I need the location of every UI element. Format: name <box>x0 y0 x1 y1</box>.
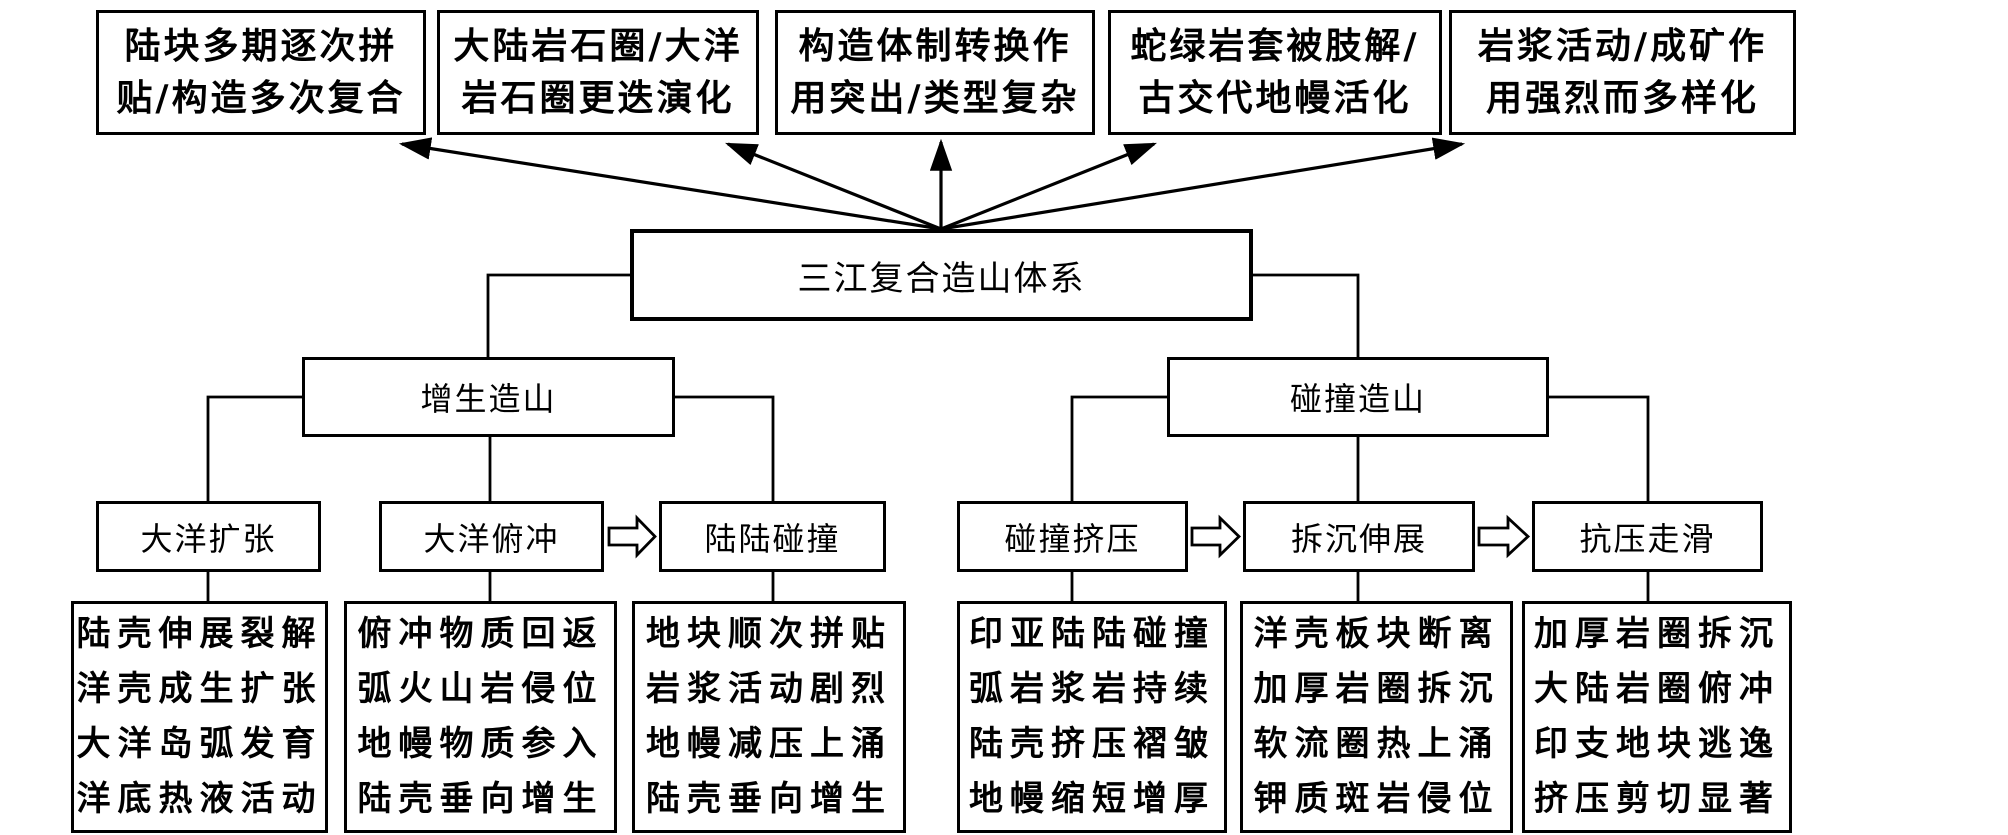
block-arrows <box>607 514 1531 559</box>
detail-2-line-1: 俯冲物质回返 <box>357 614 604 654</box>
process-ocean-spreading: 大洋扩张 <box>96 501 321 572</box>
detail-5-line-4: 钾质斑岩侵位 <box>1253 779 1500 819</box>
fan-arrow-2 <box>725 142 942 231</box>
detail-box-continent-collision: 地块顺次拼贴 岩浆活动剧烈 地幔减压上涌 陆壳垂向增生 <box>632 601 906 833</box>
detail-box-ocean-subduction: 俯冲物质回返 弧火山岩侵位 地幔物质参入 陆壳垂向增生 <box>344 601 617 833</box>
process-ocean-subduction: 大洋俯冲 <box>379 501 604 572</box>
detail-6-line-1: 加厚岩圈拆沉 <box>1534 614 1780 654</box>
fan-arrow-1 <box>398 137 942 231</box>
detail-2-line-4: 陆壳垂向增生 <box>357 779 604 819</box>
feature-box-4-line-2: 古交代地幔活化 <box>1138 77 1412 119</box>
detail-2-line-3: 地幔物质参入 <box>357 724 604 764</box>
process-ocean-subduction-label: 大洋俯冲 <box>423 519 560 558</box>
detail-1-line-2: 洋壳成生扩张 <box>76 669 323 709</box>
connector-accretion-to-spreading <box>206 395 302 501</box>
process-continent-collision: 陆陆碰撞 <box>659 501 886 572</box>
detail-5-line-1: 洋壳板块断离 <box>1253 614 1500 654</box>
root-title: 三江复合造山体系 <box>797 258 1086 299</box>
detail-box-compression-strike-slip: 加厚岩圈拆沉 大陆岩圈俯冲 印支地块逃逸 挤压剪切显著 <box>1522 601 1792 833</box>
process-delamination-extension: 拆沉伸展 <box>1243 501 1475 572</box>
block-arrow-icon-2 <box>1190 514 1242 559</box>
feature-box-5-line-2: 用强烈而多样化 <box>1485 77 1759 119</box>
process-collision-compression-label: 碰撞挤压 <box>1004 519 1141 558</box>
feature-box-2-line-1: 大陆岩石圈/大洋 <box>453 25 743 67</box>
detail-4-line-4: 地幔缩短增厚 <box>969 779 1215 819</box>
feature-box-4-line-1: 蛇绿岩套被肢解/ <box>1130 25 1420 67</box>
branch-collisional-orogeny: 碰撞造山 <box>1167 357 1549 437</box>
fan-arrows <box>398 137 1466 231</box>
detail-3-line-2: 岩浆活动剧烈 <box>646 669 892 709</box>
feature-box-magmatism-mineralization: 岩浆活动/成矿作 用强烈而多样化 <box>1449 10 1796 135</box>
detail-3-line-3: 地幔减压上涌 <box>646 724 892 764</box>
detail-1-line-1: 陆壳伸展裂解 <box>76 614 323 654</box>
process-ocean-spreading-label: 大洋扩张 <box>140 519 277 558</box>
feature-box-1-line-1: 陆块多期逐次拼 <box>124 25 398 67</box>
feature-box-3-line-1: 构造体制转换作 <box>798 25 1072 67</box>
feature-box-tectonic-regime: 构造体制转换作 用突出/类型复杂 <box>775 10 1095 135</box>
feature-box-multistage-amalgamation: 陆块多期逐次拼 贴/构造多次复合 <box>96 10 426 135</box>
detail-box-collision-compression: 印亚陆陆碰撞 弧岩浆岩持续 陆壳挤压褶皱 地幔缩短增厚 <box>957 601 1227 833</box>
feature-box-1-line-2: 贴/构造多次复合 <box>116 77 406 119</box>
detail-6-line-4: 挤压剪切显著 <box>1534 779 1780 819</box>
process-collision-compression: 碰撞挤压 <box>957 501 1188 572</box>
connector-root-to-collision <box>1253 273 1360 357</box>
fan-arrow-4 <box>940 142 1157 231</box>
branch-collisional-label: 碰撞造山 <box>1289 380 1426 418</box>
block-arrow-icon-1 <box>607 514 657 559</box>
process-continent-collision-label: 陆陆碰撞 <box>704 519 841 558</box>
connector-accretion-to-continent-collision <box>675 395 775 501</box>
elbow-connectors <box>206 273 1650 601</box>
detail-1-line-4: 洋底热液活动 <box>76 779 323 819</box>
detail-5-line-2: 加厚岩圈拆沉 <box>1253 669 1500 709</box>
detail-4-line-2: 弧岩浆岩持续 <box>969 669 1215 709</box>
detail-3-line-1: 地块顺次拼贴 <box>646 614 892 654</box>
feature-box-lithosphere-evolution: 大陆岩石圈/大洋 岩石圈更迭演化 <box>437 10 759 135</box>
detail-4-line-1: 印亚陆陆碰撞 <box>969 614 1215 654</box>
process-compression-strike-slip: 抗压走滑 <box>1532 501 1763 572</box>
root-title-box: 三江复合造山体系 <box>630 229 1253 321</box>
branch-accretionary-orogeny: 增生造山 <box>302 357 675 437</box>
feature-box-3-line-2: 用突出/类型复杂 <box>790 77 1080 119</box>
detail-6-line-3: 印支地块逃逸 <box>1534 724 1780 764</box>
detail-2-line-2: 弧火山岩侵位 <box>357 669 604 709</box>
feature-box-5-line-1: 岩浆活动/成矿作 <box>1477 25 1768 67</box>
detail-box-ocean-spreading: 陆壳伸展裂解 洋壳成生扩张 大洋岛弧发育 洋底热液活动 <box>71 601 328 833</box>
connector-collision-to-strike-slip <box>1549 395 1650 501</box>
connector-collision-to-compression <box>1070 395 1167 501</box>
feature-box-2-line-2: 岩石圈更迭演化 <box>461 77 735 119</box>
detail-6-line-2: 大陆岩圈俯冲 <box>1534 669 1780 709</box>
connector-root-to-accretion <box>486 273 630 357</box>
detail-box-delamination-extension: 洋壳板块断离 加厚岩圈拆沉 软流圈热上涌 钾质斑岩侵位 <box>1240 601 1513 833</box>
feature-box-ophiolite-dismemberment: 蛇绿岩套被肢解/ 古交代地幔活化 <box>1108 10 1442 135</box>
detail-4-line-3: 陆壳挤压褶皱 <box>969 724 1215 764</box>
detail-3-line-4: 陆壳垂向增生 <box>646 779 892 819</box>
branch-accretionary-label: 增生造山 <box>420 380 557 418</box>
detail-1-line-3: 大洋岛弧发育 <box>76 724 323 764</box>
process-delamination-extension-label: 拆沉伸展 <box>1290 519 1427 558</box>
detail-5-line-3: 软流圈热上涌 <box>1253 724 1500 764</box>
fan-arrow-5 <box>940 137 1466 231</box>
process-compression-strike-slip-label: 抗压走滑 <box>1579 519 1716 558</box>
block-arrow-icon-3 <box>1477 514 1531 559</box>
